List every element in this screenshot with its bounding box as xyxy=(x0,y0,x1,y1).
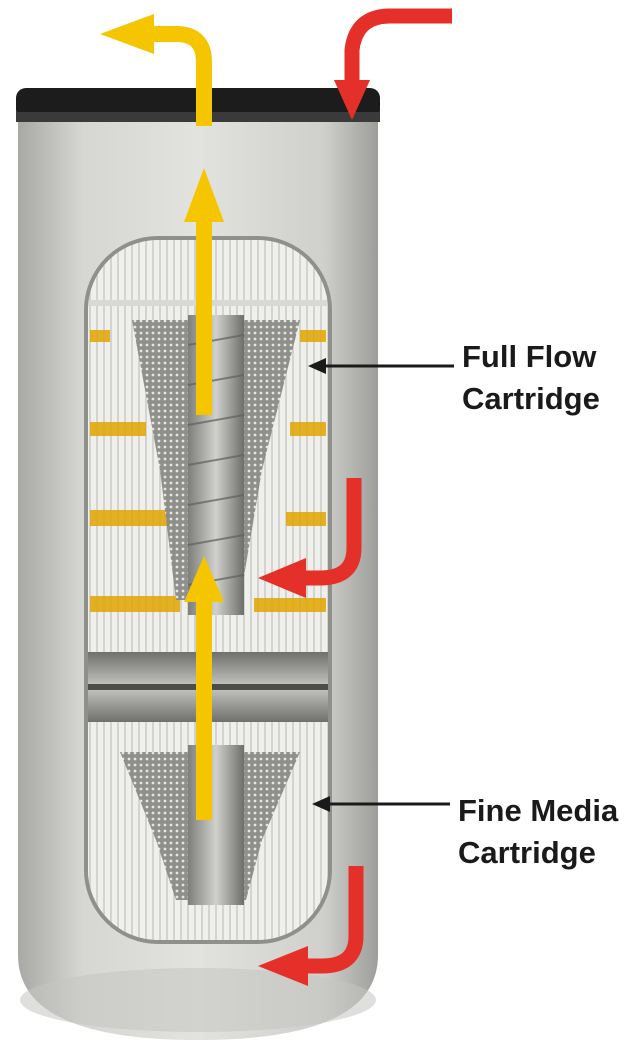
straight-arrow-yellow xyxy=(184,168,224,415)
inflow-arrows xyxy=(258,8,452,986)
pleat-band xyxy=(90,422,146,436)
pleat-band xyxy=(90,596,180,612)
fine-media-cartridge xyxy=(88,722,328,940)
label-fine-media-cartridge: Fine Media Cartridge xyxy=(458,790,618,874)
label-full-flow-cartridge: Full Flow Cartridge xyxy=(462,336,600,420)
pleat-band xyxy=(90,330,110,342)
label-full-flow-line2: Cartridge xyxy=(462,381,600,416)
callout-pointer-full-flow xyxy=(308,358,454,374)
pleat-band xyxy=(290,422,326,436)
callout-pointer-fine-media xyxy=(312,796,450,812)
pleat-band xyxy=(90,510,170,526)
label-full-flow-line1: Full Flow xyxy=(462,339,597,374)
curved-arrow-red-inlet xyxy=(334,8,452,120)
straight-arrow-yellow xyxy=(184,556,224,820)
label-fine-media-line2: Cartridge xyxy=(458,835,596,870)
curved-arrow-red-middle xyxy=(258,478,362,598)
label-fine-media-line1: Fine Media xyxy=(458,793,619,828)
pleat-band xyxy=(286,512,326,526)
outflow-arrows xyxy=(100,14,224,820)
curved-arrow-red-bottom xyxy=(258,866,364,986)
pleat-band xyxy=(300,330,326,342)
curved-arrow-yellow-exit xyxy=(100,14,212,126)
pleat-band xyxy=(254,598,326,612)
